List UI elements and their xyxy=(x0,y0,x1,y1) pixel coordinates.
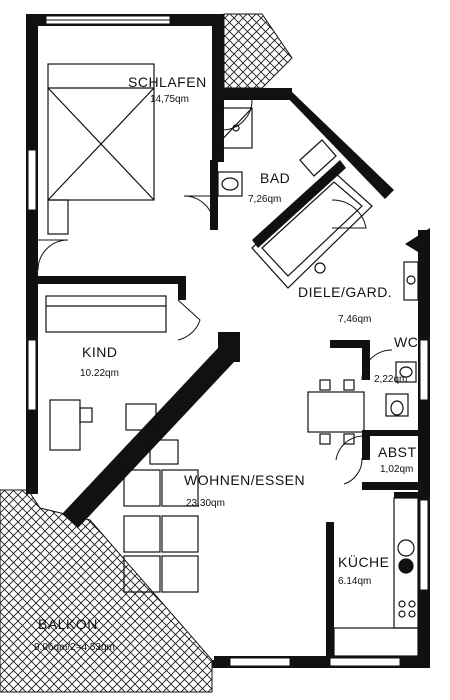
room-area-balkon: 9.06qm/2=4.53qm xyxy=(34,642,115,653)
bathtub xyxy=(251,171,373,289)
living-seating xyxy=(123,403,199,593)
diagonal-wall xyxy=(62,348,234,528)
windows xyxy=(27,15,429,667)
room-label-diele: DIELE/GARD. xyxy=(298,284,393,300)
desk xyxy=(49,399,93,451)
single-bed xyxy=(45,295,167,333)
room-area-diele: 7,46qm xyxy=(338,314,372,325)
room-area-kueche: 6.14qm xyxy=(338,576,372,587)
balcony-hatch xyxy=(0,489,213,693)
room-label-bad: BAD xyxy=(260,170,291,186)
room-label-abst: ABST xyxy=(378,444,417,460)
diagonal-wall-cap xyxy=(218,332,240,362)
wc-fixtures xyxy=(385,261,419,417)
room-label-kueche: KÜCHE xyxy=(338,554,390,570)
room-area-abst: 1,02qm xyxy=(380,464,414,475)
double-bed xyxy=(47,63,155,235)
room-label-wohnen: WOHNEN/ESSEN xyxy=(184,472,306,488)
room-label-wc: WC xyxy=(394,334,419,350)
room-area-bad: 7,26qm xyxy=(248,194,282,205)
room-area-wc: 2,22qm xyxy=(374,374,408,385)
kitchen-counter xyxy=(333,497,419,657)
room-area-wohnen: 23,30qm xyxy=(186,498,225,509)
bath-sink xyxy=(217,171,243,197)
room-area-schlafen: 14,75qm xyxy=(150,94,189,105)
shower xyxy=(213,107,253,149)
diele-fixtures xyxy=(314,262,326,274)
room-label-schlafen: SCHLAFEN xyxy=(128,74,207,90)
corner-hatch xyxy=(223,13,293,89)
washbasin-bath xyxy=(299,139,337,177)
room-area-kind: 10.22qm xyxy=(80,368,119,379)
room-label-kind: KIND xyxy=(82,344,118,360)
room-label-balkon: BALKON xyxy=(38,616,98,632)
dining-table xyxy=(307,379,365,445)
